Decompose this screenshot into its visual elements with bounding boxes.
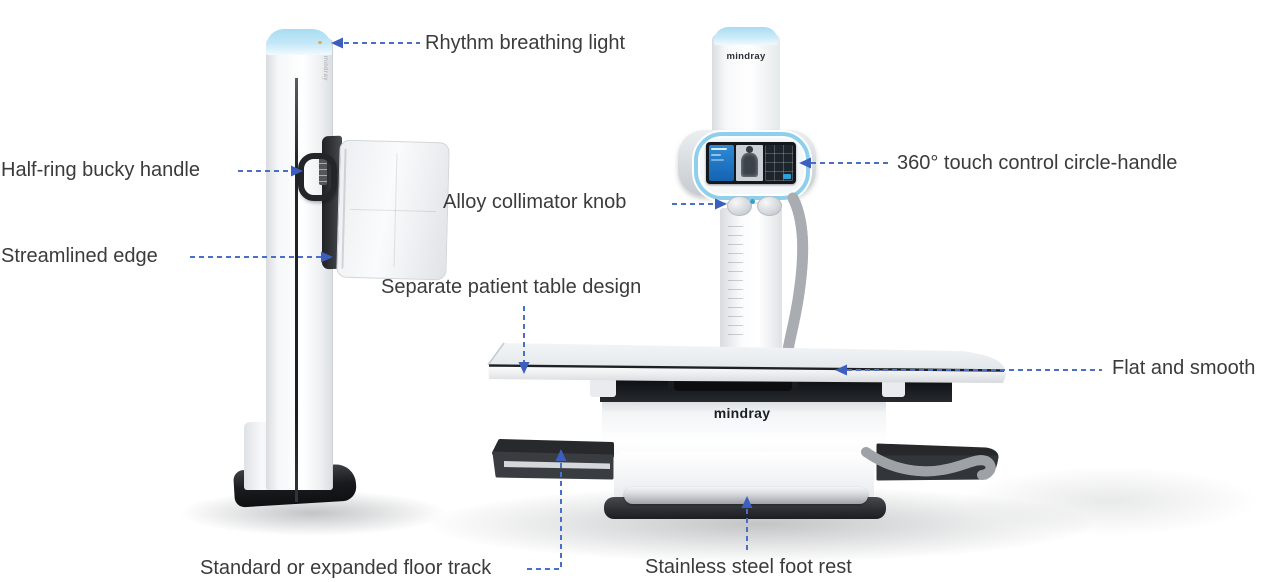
- tube-head-cable: [782, 192, 809, 356]
- callout-label-standard-expanded-floor-track: Standard or expanded floor track: [200, 557, 492, 579]
- tube-column-lower: [720, 208, 782, 366]
- mindray-logo-wall-stand: mindray: [322, 56, 328, 81]
- screen-menu-panel: [709, 145, 734, 181]
- callout-arrow-flat-and-smooth: [835, 364, 847, 376]
- callout-arrow-standard-expanded-floor-track: [555, 449, 567, 461]
- callout-label-alloy-collimator-knob: Alloy collimator knob: [443, 191, 627, 213]
- indicator-dot: [318, 41, 322, 44]
- floor-track-left: [492, 439, 614, 480]
- half-ring-bucky-handle: [298, 153, 337, 201]
- xray-head: [746, 146, 753, 153]
- wall-stand-column: [266, 38, 333, 490]
- touch-screen: [706, 142, 796, 184]
- wall-stand-rail-slot: [295, 78, 298, 502]
- callout-arrow-separate-patient-table-design: [518, 362, 530, 374]
- callout-label-flat-and-smooth: Flat and smooth: [1112, 357, 1256, 379]
- tube-column-cap-light: [714, 27, 778, 45]
- callout-arrow-rhythm-breathing-light: [331, 37, 343, 49]
- screen-xray-preview: [736, 145, 763, 181]
- callout-label-half-ring-bucky-handle: Half-ring bucky handle: [1, 159, 200, 181]
- stainless-steel-foot-rest-rail: [624, 487, 868, 504]
- callout-label-touch-control-circle-handle: 360° touch control circle-handle: [897, 152, 1178, 174]
- callout-arrow-touch-control-circle-handle: [799, 157, 811, 169]
- callout-arrow-streamlined-edge: [321, 251, 333, 263]
- callout-line-standard-expanded-floor-track: [527, 461, 562, 570]
- callout-label-streamlined-edge: Streamlined edge: [1, 245, 158, 267]
- collimator-knob-right: [757, 196, 782, 216]
- tube-column-upper: [712, 34, 780, 136]
- column-ruler-marks: [728, 226, 743, 342]
- keypad-accent-key: [783, 174, 791, 179]
- callout-label-stainless-steel-foot-rest: Stainless steel foot rest: [645, 556, 852, 578]
- xray-torso: [740, 152, 759, 177]
- collimator-knob-left: [727, 196, 752, 216]
- mindray-logo-tube-stand: mindray: [726, 51, 766, 62]
- cable-on-track: [861, 447, 996, 480]
- collimator-indicator-dot: [750, 199, 755, 204]
- callout-label-rhythm-breathing-light: Rhythm breathing light: [425, 32, 626, 54]
- callout-label-separate-patient-table-design: Separate patient table design: [381, 276, 642, 298]
- callout-arrow-alloy-collimator-knob: [715, 198, 727, 210]
- bucky-handle-hub: [319, 157, 327, 185]
- callout-arrow-half-ring-bucky-handle: [291, 165, 303, 177]
- mindray-logo-table: mindray: [713, 405, 771, 421]
- callout-arrow-stainless-steel-foot-rest: [741, 496, 753, 508]
- screen-keypad: [765, 145, 793, 181]
